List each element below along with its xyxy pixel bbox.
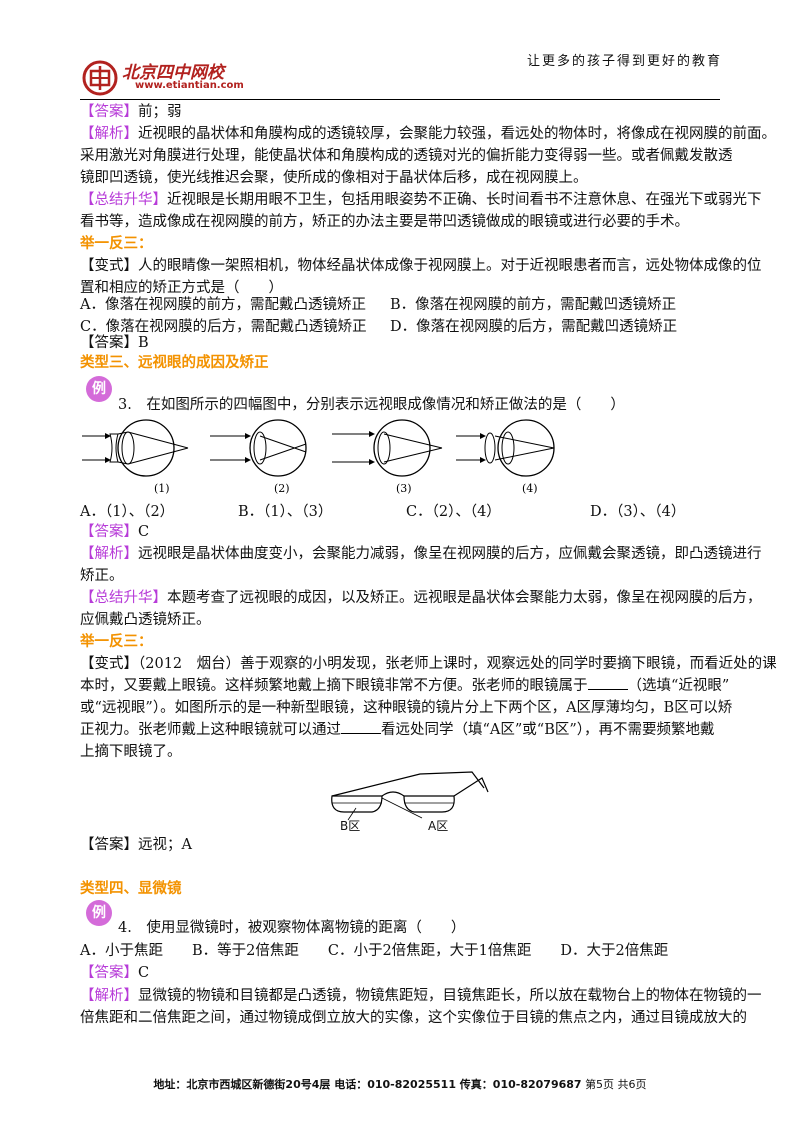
footer-page: 第5页 共6页	[585, 1078, 647, 1091]
answer-text: C	[138, 965, 150, 981]
footer-address: 地址：北京市西城区新德街20号4层 电话：010-82025511 传真：010…	[153, 1078, 582, 1091]
header-divider	[80, 99, 720, 100]
variant-text-part: 看远处同学（填“A区”或“B区”），再不需要频繁地戴	[381, 722, 715, 738]
answer-line: 【答案】前；弱	[80, 101, 720, 123]
variant-text: 【变式】（2012 烟台）善于观察的小明发现，张老师上课时，观察远处的同学时要摘…	[80, 656, 777, 672]
glasses-figure	[331, 771, 489, 821]
analysis-line: 【解析】远视眼是晶状体曲度变小，会聚能力减弱，像呈在视网膜的后方，应佩戴会聚透镜…	[80, 543, 762, 565]
glasses-label-b: B区	[340, 819, 361, 833]
answer-tag: 【答案】	[80, 965, 138, 981]
summary-tag: 【总结升华】	[80, 590, 167, 606]
analysis-line: 【解析】近视眼的晶状体和角膜构成的透镜较厚，会聚能力较强，看远处的物体时，将像成…	[80, 123, 776, 145]
eye-diagram-2: (2)	[210, 419, 307, 495]
eye-diagram-3: (3)	[332, 419, 443, 495]
header-slogan: 让更多的孩子得到更好的教育	[526, 54, 722, 69]
variant-text-part: 本时，又要戴上眼镜。这样频繁地戴上摘下眼镜非常不方便。张老师的眼镜属于	[80, 678, 588, 694]
question-text: 3. 在如图所示的四幅图中，分别表示远视眼成像情况和矫正做法的是（ ）	[118, 397, 625, 413]
logo-url: www.etiantian.com	[135, 80, 244, 91]
analysis-tag: 【解析】	[80, 126, 138, 142]
example-badge: 例	[86, 900, 112, 926]
option-b: B．像落在视网膜的前方，需配戴凹透镜矫正	[390, 297, 677, 313]
analysis-text: 近视眼的晶状体和角膜构成的透镜较厚，会聚能力较强，看远处的物体时，将像成在视网膜…	[138, 126, 776, 142]
option-d: D．（3）、（4）	[590, 504, 686, 520]
eye-diagrams: (1) (2) (3) (4)	[82, 419, 555, 495]
summary-text: 近视眼是长期用眼不卫生，包括用眼姿势不正确、长时间看书不注意休息、在强光下或弱光…	[167, 192, 762, 208]
analysis-text: 远视眼是晶状体曲度变小，会聚能力减弱，像呈在视网膜的后方，应佩戴会聚透镜，即凸透…	[138, 546, 762, 562]
option-a: A．（1）、（2）	[80, 504, 175, 520]
variant-text: 置和相应的矫正方式是（ ）	[80, 280, 283, 296]
eye-diagram-4: (4)	[456, 419, 555, 495]
answer-tag: 【答案】	[80, 524, 138, 540]
summary-tag: 【总结升华】	[80, 192, 167, 208]
figure-label: (1)	[154, 482, 170, 495]
answer-line: 【答案】C	[80, 521, 720, 543]
answer-line: 【答案】C	[80, 962, 720, 984]
summary-line: 【总结升华】本题考查了远视眼的成因，以及矫正。远视眼是晶状体会聚能力太弱，像呈在…	[80, 587, 762, 609]
section-title: 类型三、远视眼的成因及矫正	[80, 355, 269, 371]
option-b: B．（1）、（3）	[238, 504, 333, 520]
variant-text: 本时，又要戴上眼镜。这样频繁地戴上摘下眼镜非常不方便。张老师的眼镜属于 （选填“近…	[80, 675, 729, 697]
analysis-text: 倍焦距和二倍焦距之间，通过物镜成倒立放大的实像，这个实像位于目镜的焦点之内，通过…	[80, 1010, 747, 1026]
analysis-line: 【解析】显微镜的物镜和目镜都是凸透镜，物镜焦距短，目镜焦距长，所以放在载物台上的…	[80, 985, 762, 1007]
analysis-text: 显微镜的物镜和目镜都是凸透镜，物镜焦距短，目镜焦距长，所以放在载物台上的物体在物…	[138, 988, 762, 1004]
variant-text: 或“远视眼”）。如图所示的是一种新型眼镜，这种眼镜的镜片分上下两个区，A区厚薄均…	[80, 700, 733, 716]
summary-text: 看书等，造成像成在视网膜的前方，矫正的办法主要是带凹透镜做成的眼镜或进行必要的手…	[80, 214, 689, 230]
analysis-tag: 【解析】	[80, 988, 138, 1004]
variant-text: 正视力。张老师戴上这种眼镜就可以通过 看远处同学（填“A区”或“B区”），再不需要…	[80, 719, 720, 741]
question-text: 4. 使用显微镜时，被观察物体离物镜的距离（ ）	[118, 920, 466, 936]
fill-blank[interactable]	[587, 675, 628, 690]
summary-text: 应佩戴凸透镜矫正。	[80, 612, 211, 628]
eye-diagram-1: (1)	[82, 419, 189, 495]
variant-text: 上摘下眼镜了。	[80, 744, 182, 760]
logo-text: 北京四中网校	[122, 63, 224, 83]
analysis-text: 采用激光对角膜进行处理，能使晶状体和角膜构成的透镜对光的偏折能力变得弱一些。或者…	[80, 148, 733, 164]
variant-answer: 【答案】B	[80, 335, 149, 351]
summary-text: 本题考查了远视眼的成因，以及矫正。远视眼是晶状体会聚能力太弱，像呈在视网膜的后方…	[167, 590, 762, 606]
fill-blank[interactable]	[341, 719, 381, 734]
option-a: A．像落在视网膜的前方，需配戴凸透镜矫正	[80, 297, 366, 313]
figure-label: (2)	[274, 482, 290, 495]
analysis-tag: 【解析】	[80, 546, 138, 562]
variant-answer: 【答案】远视；A	[80, 837, 192, 853]
analysis-text: 矫正。	[80, 568, 124, 584]
school-logo-icon	[82, 60, 118, 96]
variant-text: 【变式】人的眼睛像一架照相机，物体经晶状体成像于视网膜上。对于近视眼患者而言，远…	[80, 258, 762, 274]
option-d: D．像落在视网膜的后方，需配戴凹透镜矫正	[390, 319, 678, 335]
answer-tag: 【答案】	[80, 104, 138, 120]
figure-label: (3)	[396, 482, 412, 495]
section-title: 类型四、显微镜	[80, 881, 182, 897]
variant-text-part: 正视力。张老师戴上这种眼镜就可以通过	[80, 722, 341, 738]
figure-label: (4)	[522, 482, 538, 495]
example-badge: 例	[86, 376, 112, 402]
extend-title: 举一反三：	[80, 236, 153, 252]
option-c: C．像落在视网膜的后方，需配戴凸透镜矫正	[80, 319, 367, 335]
analysis-text: 镜即凹透镜，使光线推迟会聚，使所成的像相对于晶状体后移，成在视网膜上。	[80, 170, 588, 186]
glasses-label-a: A区	[428, 819, 449, 833]
footer: 地址：北京市西城区新德街20号4层 电话：010-82025511 传真：010…	[0, 1076, 800, 1092]
answer-text: 前；弱	[138, 104, 182, 120]
variant-text-part: （选填“近视眼”	[627, 678, 730, 694]
options-line: A．小于焦距 B．等于2倍焦距 C．小于2倍焦距，大于1倍焦距 D．大于2倍焦距	[80, 943, 669, 959]
option-c: C．（2）、（4）	[406, 504, 501, 520]
answer-text: C	[138, 524, 150, 540]
summary-line: 【总结升华】近视眼是长期用眼不卫生，包括用眼姿势不正确、长时间看书不注意休息、在…	[80, 189, 762, 211]
extend-title: 举一反三：	[80, 634, 153, 650]
